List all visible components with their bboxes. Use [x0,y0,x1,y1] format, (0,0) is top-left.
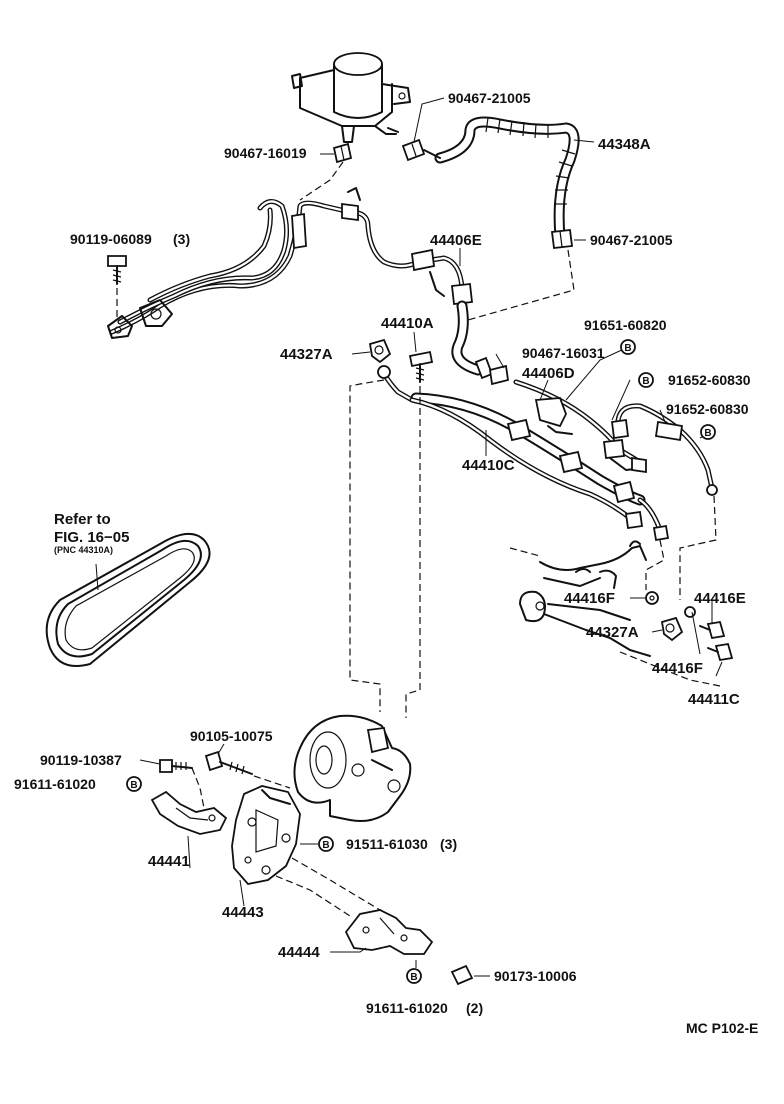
return-hose-44348A [434,116,580,242]
svg-text:B: B [704,428,711,439]
label-44416F-b: 44416F [652,660,703,677]
pressure-hose-44410C [377,365,670,542]
label-90119-06089: 90119-06089 [70,231,152,247]
refer-to-note: Refer to FIG. 16−05 (PNC 44310A) [54,511,129,555]
refer-line-3: (PNC 44310A) [54,545,113,555]
label-44410C: 44410C [462,457,515,474]
pressure-tube-upper [107,187,494,380]
svg-text:B: B [642,376,649,387]
clamp-90467-16031 [488,364,510,386]
badge-b-91511: B [318,836,334,852]
hose-clamp-lower [550,229,574,249]
label-44416F-a: 44416F [564,590,615,607]
svg-text:B: B [410,972,417,983]
label-91651-60820: 91651-60820 [584,317,667,333]
label-44443: 44443 [222,904,264,921]
label-91652-60830-a: 91652-60830 [668,372,751,388]
badge-b-91611-a: B [126,776,142,792]
part-labels: 90467-21005 44348A 90467-16019 90467-210… [14,90,751,1016]
bolt-90105-10075 [204,750,253,775]
drive-belt [45,533,211,667]
washer-44416F-b [684,606,696,618]
hose-clamp-upper [401,138,441,162]
label-90119-10387: 90119-10387 [40,752,122,768]
label-90105-10075: 90105-10075 [190,728,273,744]
svg-text:B: B [130,780,137,791]
label-91611-61020-a: 91611-61020 [14,776,96,792]
label-90467-21005-top: 90467-21005 [448,90,531,106]
label-90467-21005-mid: 90467-21005 [590,232,673,248]
label-90467-16019: 90467-16019 [224,145,307,161]
label-91611-61020-b: 91611-61020 [366,1000,448,1016]
refer-line-2: FIG. 16−05 [54,529,129,546]
bolt-44416E [699,620,726,640]
svg-text:B: B [624,343,631,354]
clamp-44327A-lower [660,616,684,642]
clamp-44327A-upper [368,338,392,364]
badge-b-91652-b: B [700,424,716,440]
reservoir-tank [291,52,411,143]
badge-b-91651: B [620,339,636,355]
power-steering-pump [293,714,412,822]
label-44416E: 44416E [694,590,746,607]
tube-right-branch [610,403,718,496]
label-44410A: 44410A [381,315,434,332]
label-90173-10006: 90173-10006 [494,968,577,984]
refer-line-1: Refer to [54,511,111,528]
label-44406E: 44406E [430,232,482,249]
bracket-44443 [231,785,301,885]
label-44327A-upper: 44327A [280,346,333,363]
label-44327A-lower: 44327A [586,624,639,641]
leader-lines [139,97,723,977]
bolt-90119-10387 [159,759,193,773]
bracket-44444 [344,909,434,955]
label-44411C: 44411C [688,691,740,708]
label-91511-61030: 91511-61030 [346,836,428,852]
bolt-44411C [707,642,734,662]
label-44444: 44444 [278,944,320,961]
hose-clamp-reservoir [332,142,353,164]
label-91511-61030-qty: (3) [440,836,457,852]
badge-b-91611-b: B [406,968,422,984]
engine-block-right [509,540,721,687]
label-44441: 44441 [148,853,190,870]
bolt-44410A [408,350,434,383]
label-91611-61020-b-qty: (2) [466,1000,483,1016]
svg-text:B: B [322,840,329,851]
bracket-44441 [150,790,228,835]
badge-b-91652-a: B [638,372,654,388]
tube-44406D [513,379,647,474]
bolt-90119-06089 [107,255,127,285]
catalog-code: MC P102-E [686,1020,758,1036]
nut-90173-10006 [450,964,474,986]
label-90467-16031: 90467-16031 [522,345,605,361]
label-44406D: 44406D [522,365,575,382]
washer-44416F-a [645,591,659,605]
label-91652-60830-b: 91652-60830 [666,401,749,417]
label-90119-06089-qty: (3) [173,231,190,247]
label-44348A: 44348A [598,136,651,153]
